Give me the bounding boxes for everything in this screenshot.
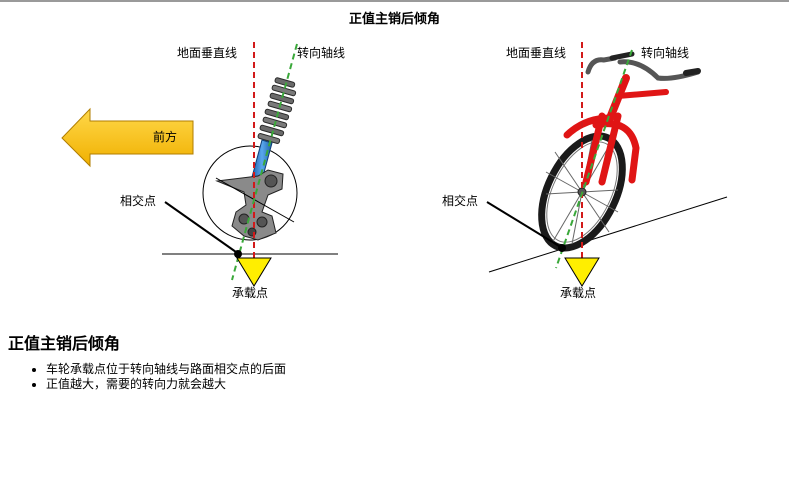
- left-contact-marker: [236, 257, 272, 287]
- bicycle-handlebar: [585, 55, 618, 75]
- right-diagram: 地面垂直线 转向轴线 相交点 承载点: [442, 42, 728, 300]
- right-ground-line: [488, 196, 728, 273]
- forward-arrow: [61, 107, 194, 168]
- notes-list: 车轮承载点位于转向轴线与路面相交点的后面 正值越大，需要的转向力就会越大: [22, 362, 286, 392]
- right-axis-label: 转向轴线: [641, 45, 689, 60]
- coil-spring: [257, 77, 297, 144]
- bicycle-tire: [538, 132, 626, 252]
- list-item: 正值越大，需要的转向力就会越大: [46, 377, 286, 392]
- list-item: 车轮承载点位于转向轴线与路面相交点的后面: [46, 362, 286, 377]
- left-axis-label: 转向轴线: [297, 45, 345, 60]
- right-contact-marker: [564, 257, 600, 287]
- right-intersection-label: 相交点: [442, 193, 478, 208]
- section-heading: 正值主销后倾角: [8, 334, 121, 353]
- forward-label: 前方: [153, 129, 177, 144]
- strut-assembly: [215, 77, 297, 241]
- left-wheel-circle: [202, 145, 298, 241]
- figure-title: 正值主销后倾角: [348, 12, 440, 27]
- left-vertical-label: 地面垂直线: [177, 46, 237, 60]
- left-diagram: 前方: [61, 42, 345, 300]
- left-contact-label: 承载点: [232, 286, 268, 300]
- left-steering-axis: [231, 43, 298, 281]
- top-rule: [0, 0, 789, 2]
- left-intersection-label: 相交点: [120, 193, 156, 208]
- right-intersection-dot: [558, 244, 566, 252]
- bicycle-frame: [563, 74, 669, 186]
- right-steering-axis: [555, 49, 633, 269]
- right-vertical-label: 地面垂直线: [506, 46, 566, 60]
- right-contact-label: 承载点: [560, 286, 596, 300]
